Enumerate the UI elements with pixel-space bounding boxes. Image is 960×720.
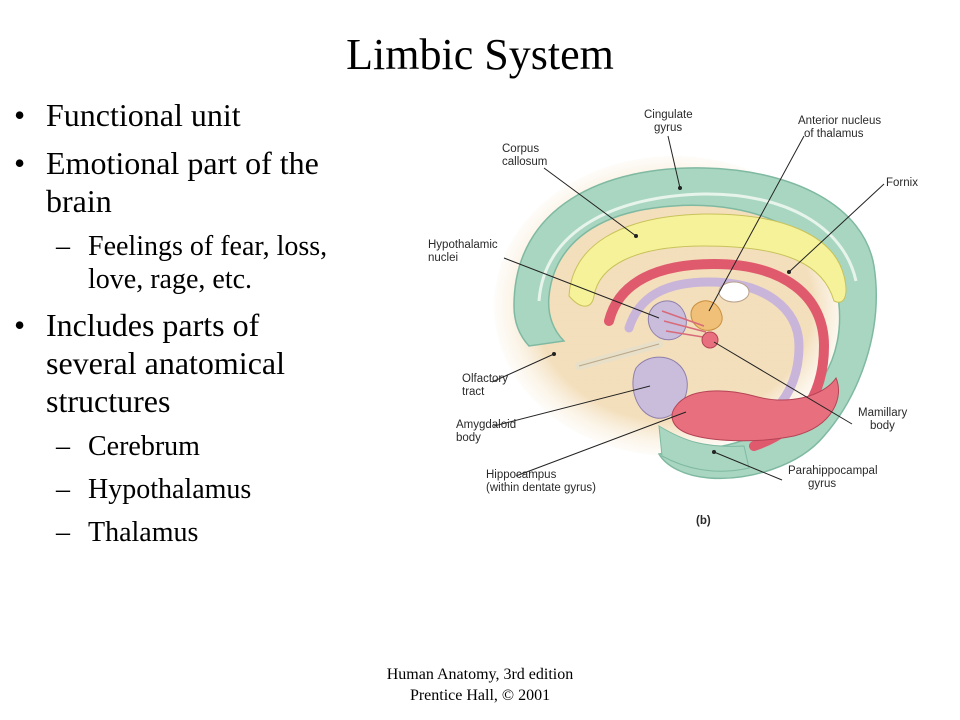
dash-mark: – xyxy=(56,474,70,505)
lower-cortex-lobe xyxy=(658,425,750,472)
dash-mark: – xyxy=(56,431,70,462)
leader-hypothalamic xyxy=(503,257,660,319)
bullet-includes-parts: • Includes parts of several anatomical s… xyxy=(14,306,404,420)
bullet-mark: • xyxy=(14,145,26,181)
bullet-text-line: several anatomical xyxy=(46,345,285,381)
label-olfactory-tract: Olfactory tract xyxy=(462,373,511,398)
corpus-callosum-shape xyxy=(568,213,847,307)
leader-dot xyxy=(552,352,556,356)
leader-dot xyxy=(787,270,791,274)
bullet-text-line: Includes parts of xyxy=(46,307,260,343)
hippocampus-shape xyxy=(671,376,840,442)
label-hippocampus: Hippocampus (within dentate gyrus) xyxy=(486,469,596,494)
sub-bullet-text-line: love, rage, etc. xyxy=(88,264,253,295)
leader-amygdaloid xyxy=(493,385,651,427)
sub-bullet-text-line: Feelings of fear, loss, xyxy=(88,231,328,262)
limbic-system-diagram: Cingulate gyrus Anterior nucleus of thal… xyxy=(428,109,918,527)
label-panel-b: (b) xyxy=(696,515,711,527)
leader-anterior-nucleus xyxy=(708,135,805,312)
anterior-nucleus-shape xyxy=(690,300,723,331)
leader-dot xyxy=(634,234,638,238)
bullet-mark: • xyxy=(14,97,26,133)
hypothalamic-fibers xyxy=(661,310,710,339)
leader-hippocampus xyxy=(515,411,687,477)
label-corpus-callosum: Corpus callosum xyxy=(502,143,547,168)
bullet-text-line: brain xyxy=(46,183,112,219)
label-mamillary-body: Mamillary body xyxy=(858,407,910,432)
sub-bullet-text: Cerebrum xyxy=(88,431,200,462)
leader-fornix xyxy=(788,183,885,273)
sub-bullet-text: Thalamus xyxy=(88,517,199,548)
dash-mark: – xyxy=(56,517,70,548)
leader-olfactory xyxy=(491,353,555,383)
leader-dot xyxy=(678,186,682,190)
dash-mark: – xyxy=(56,231,70,262)
bullet-text: Functional unit xyxy=(46,97,241,133)
label-amygdaloid-body: Amygdaloid body xyxy=(456,419,519,444)
bullet-functional-unit: • Functional unit xyxy=(14,96,404,134)
footer-line: Prentice Hall, © 2001 xyxy=(409,687,551,704)
olfactory-tract-outline xyxy=(578,343,660,367)
leader-mamillary xyxy=(713,341,853,425)
sub-bullet-feelings: – Feelings of fear, loss, love, rage, et… xyxy=(14,230,404,296)
label-hypothalamic-nuclei: Hypothalamic nuclei xyxy=(428,239,501,264)
footer-credit: Human Anatomy, 3rd edition Prentice Hall… xyxy=(0,664,960,706)
leader-parahippocampal xyxy=(713,451,783,481)
slide-title: Limbic System xyxy=(346,30,614,79)
bullet-mark: • xyxy=(14,307,26,343)
bullet-text-line: structures xyxy=(46,383,171,419)
label-anterior-nucleus: Anterior nucleus of thalamus xyxy=(798,115,884,140)
footer-line: Human Anatomy, 3rd edition xyxy=(386,666,574,683)
bullet-list: • Functional unit • Emotional part of th… xyxy=(14,96,404,559)
sub-bullet-text: Hypothalamus xyxy=(88,474,252,505)
fornix-lavender-arc xyxy=(624,277,804,433)
mamillary-body-shape xyxy=(701,331,719,349)
sub-bullet-hypothalamus: – Hypothalamus xyxy=(14,473,404,506)
label-parahippocampal-gyrus: Parahippocampal gyrus xyxy=(788,465,881,490)
label-cingulate-gyrus: Cingulate gyrus xyxy=(644,109,696,134)
label-fornix: Fornix xyxy=(886,177,918,189)
sub-bullet-thalamus: – Thalamus xyxy=(14,516,404,549)
leader-lines xyxy=(491,135,885,481)
leader-cingulate xyxy=(667,135,681,189)
bullet-emotional-part: • Emotional part of the brain xyxy=(14,144,404,220)
leader-corpus-callosum xyxy=(543,167,637,237)
hypothalamus-shape xyxy=(647,300,687,341)
bullet-text-line: Emotional part of the xyxy=(46,145,319,181)
sub-bullet-cerebrum: – Cerebrum xyxy=(14,430,404,463)
cingulate-sulcus xyxy=(537,192,858,302)
leader-dot xyxy=(712,450,716,454)
